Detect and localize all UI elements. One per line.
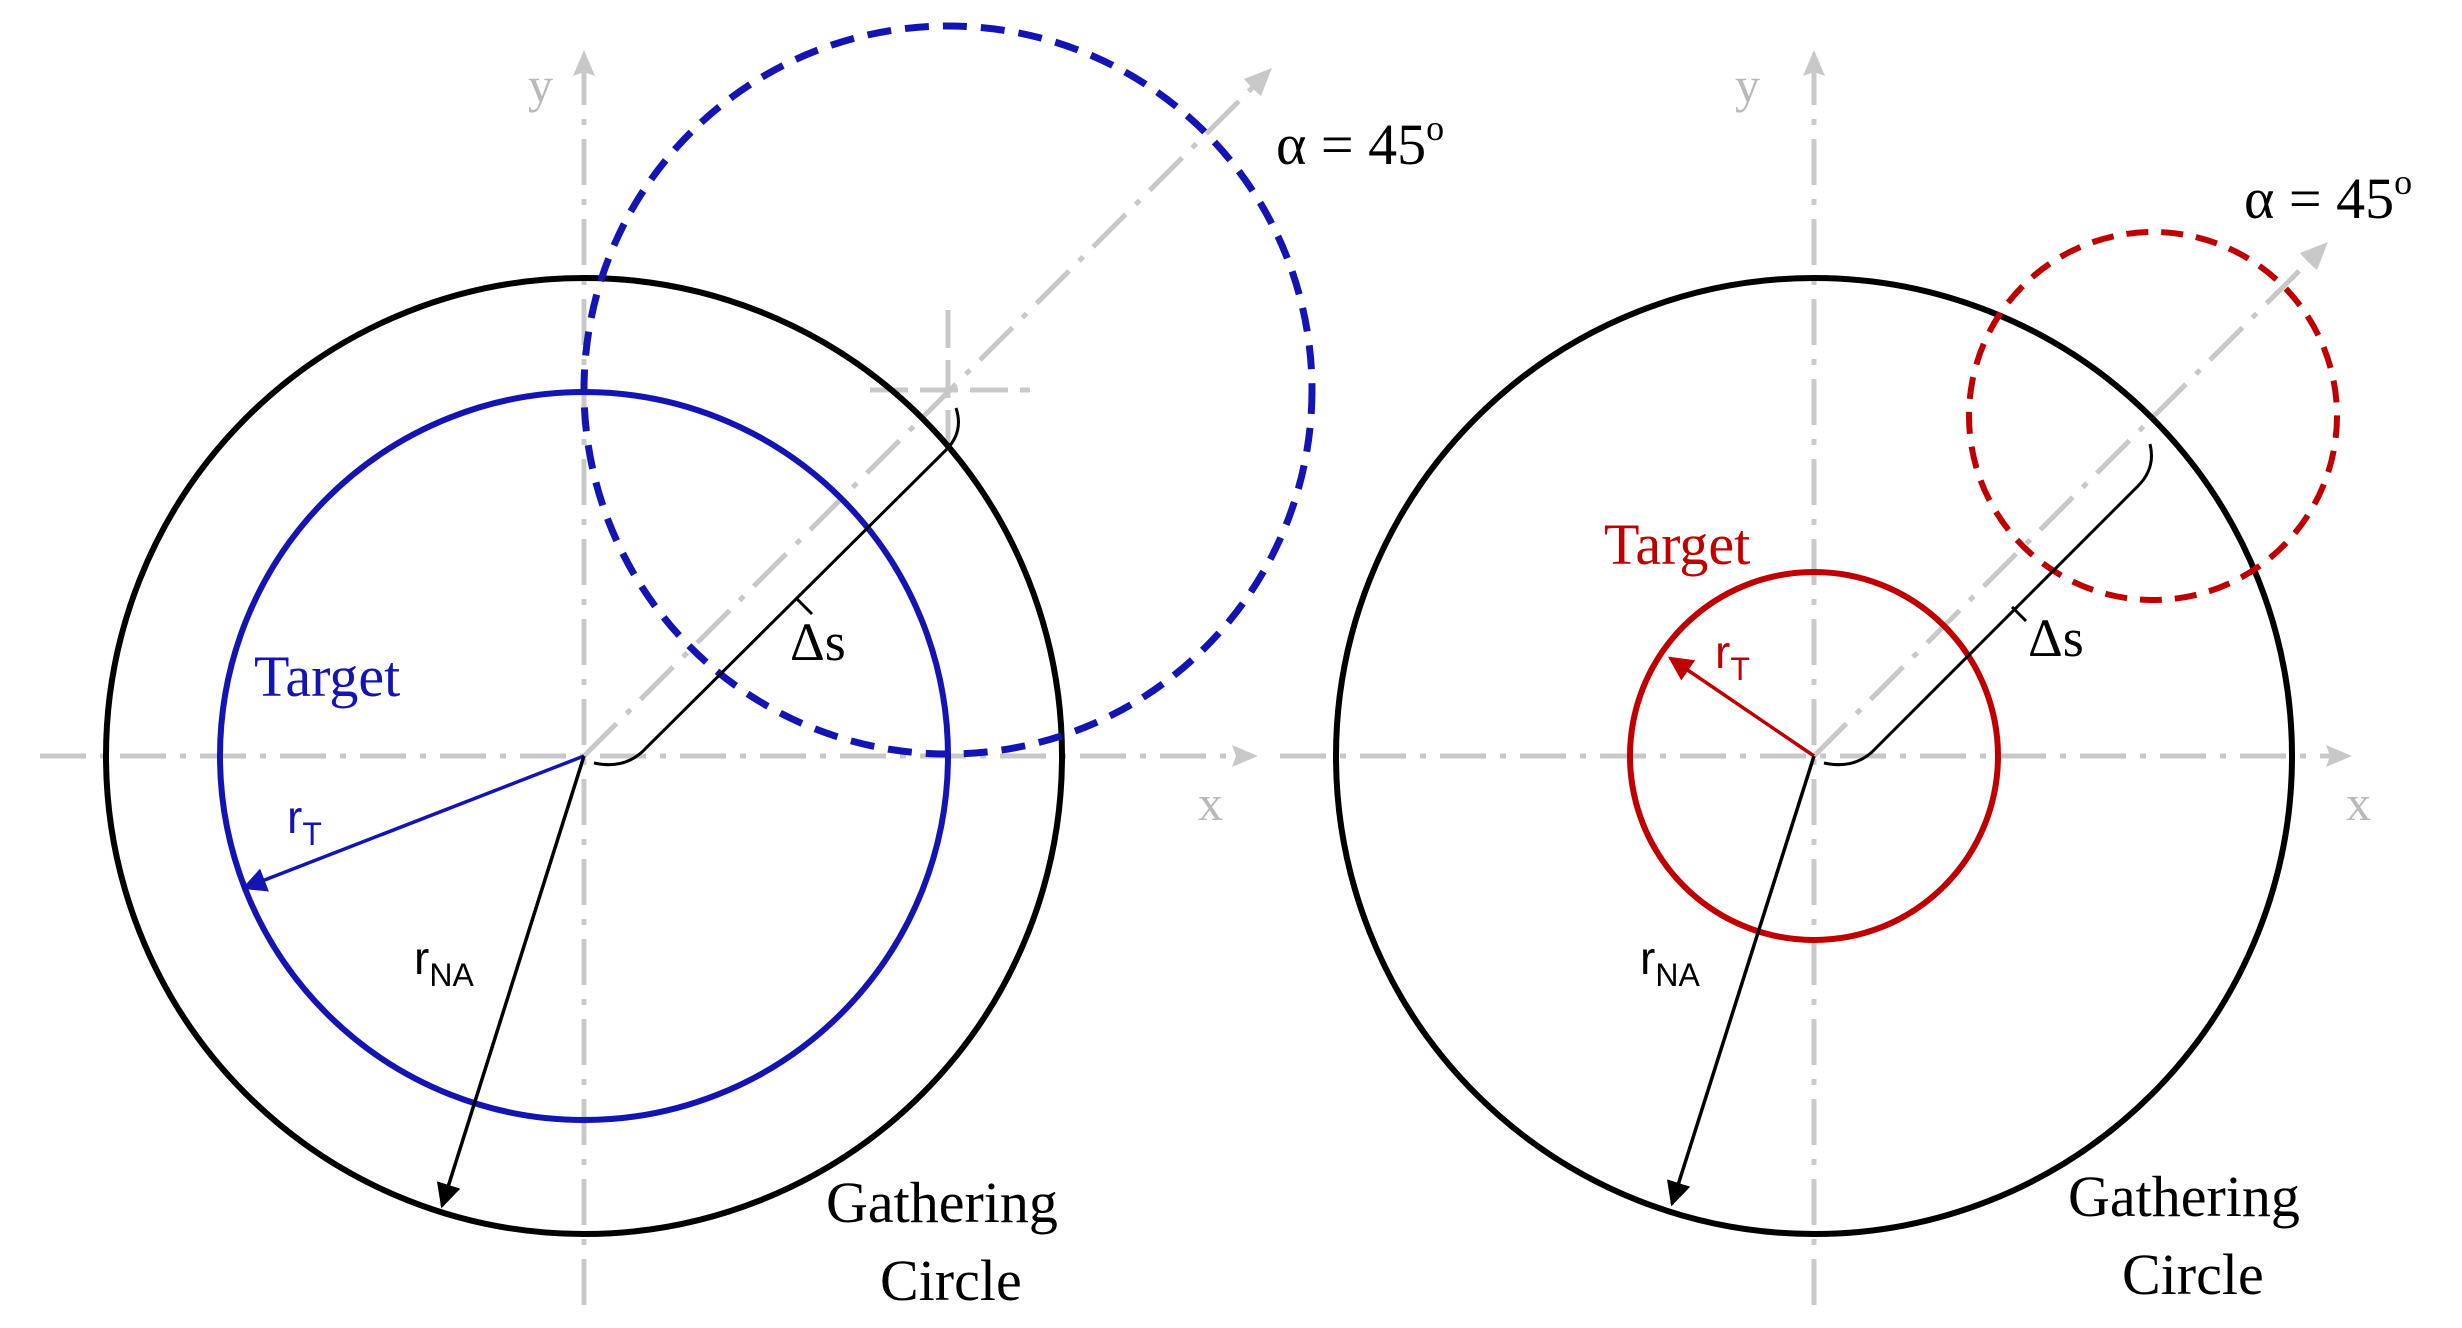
right-target-radius-label: rT [1715, 626, 1750, 687]
right-angle-label: α = 45o [2244, 162, 2412, 231]
left-y-axis-arrowhead [573, 50, 595, 76]
right-x-axis-arrowhead [2326, 745, 2352, 767]
right-diagonal-arrowhead [2300, 242, 2328, 270]
left-gathering-circle [103, 275, 1065, 1237]
left-shifted-target-circle [580, 22, 1316, 758]
right-y-axis-label: y [1735, 57, 1760, 113]
left-x-axis-label: x [1198, 775, 1223, 831]
right-x-axis-label: x [2346, 775, 2371, 831]
left-gathering-label-line1: Gathering [826, 1170, 1058, 1235]
right-offset-tick [2010, 605, 2028, 623]
left-gathering-radius-arrow [436, 755, 586, 1209]
right-panel: x y α = 45o Target rT rNA Δs Gathering C… [1280, 50, 2412, 1307]
left-angle-label: α = 45o [1276, 108, 1444, 177]
left-x-axis-arrowhead [1232, 745, 1258, 767]
right-diagonal-axis [1812, 258, 2312, 758]
right-offset-bracket [1823, 443, 2153, 767]
right-gathering-circle [1333, 275, 2295, 1237]
left-gathering-radius-label: rNA [414, 932, 474, 993]
left-panel: x y α = 45o Target rT rNA Δs Gathering C… [40, 22, 1444, 1313]
right-gathering-radius-label: rNA [1640, 932, 1700, 993]
right-gathering-label-line1: Gathering [2068, 1164, 2300, 1229]
right-target-circle [1627, 569, 2001, 943]
left-axes: x y [40, 50, 1272, 1305]
left-offset-tick [794, 596, 814, 616]
right-target-label: Target [1604, 512, 1750, 577]
left-target-label: Target [254, 644, 400, 709]
left-diagonal-arrowhead [1244, 68, 1272, 96]
right-axes: x y [1280, 50, 2371, 1305]
right-target-radius-arrow [1667, 656, 1815, 758]
left-gathering-label-line2: Circle [880, 1248, 1022, 1313]
left-target-radius-arrow [241, 754, 585, 892]
left-y-axis-label: y [528, 57, 553, 113]
right-shifted-target-circle [1966, 229, 2340, 603]
right-gathering-label-line2: Circle [2122, 1242, 2264, 1307]
right-offset-label: Δs [2028, 608, 2084, 668]
right-gathering-radius-arrow [1666, 755, 1816, 1207]
left-offset-label: Δs [790, 612, 846, 672]
left-target-radius-label: rT [287, 791, 322, 852]
left-diagonal-axis [582, 83, 1257, 758]
right-y-axis-arrowhead [1803, 50, 1825, 76]
